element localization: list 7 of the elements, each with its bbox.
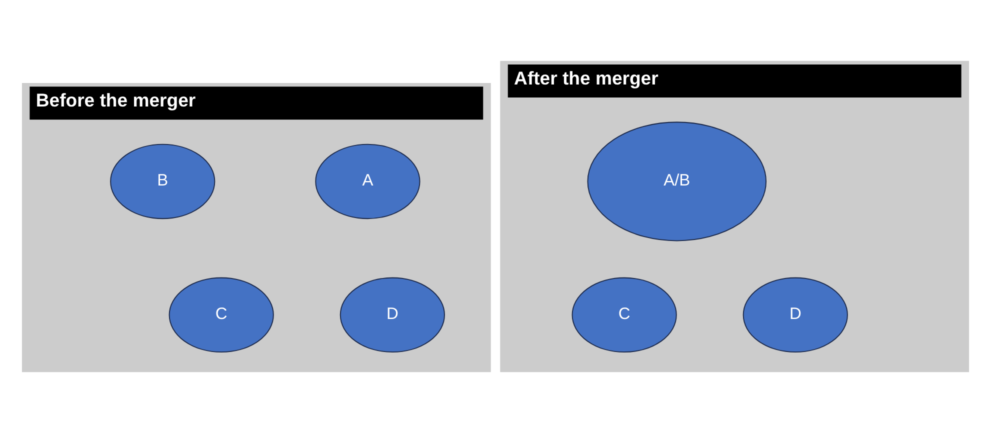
- node-ellipse: A/B: [587, 121, 767, 241]
- node-ellipse: C: [572, 276, 677, 352]
- node-ellipse: C: [168, 276, 274, 352]
- node-ellipse: A: [315, 143, 420, 219]
- node-ellipse: D: [742, 276, 848, 352]
- node-ellipse: B: [110, 143, 216, 219]
- node-ellipse: D: [340, 276, 445, 352]
